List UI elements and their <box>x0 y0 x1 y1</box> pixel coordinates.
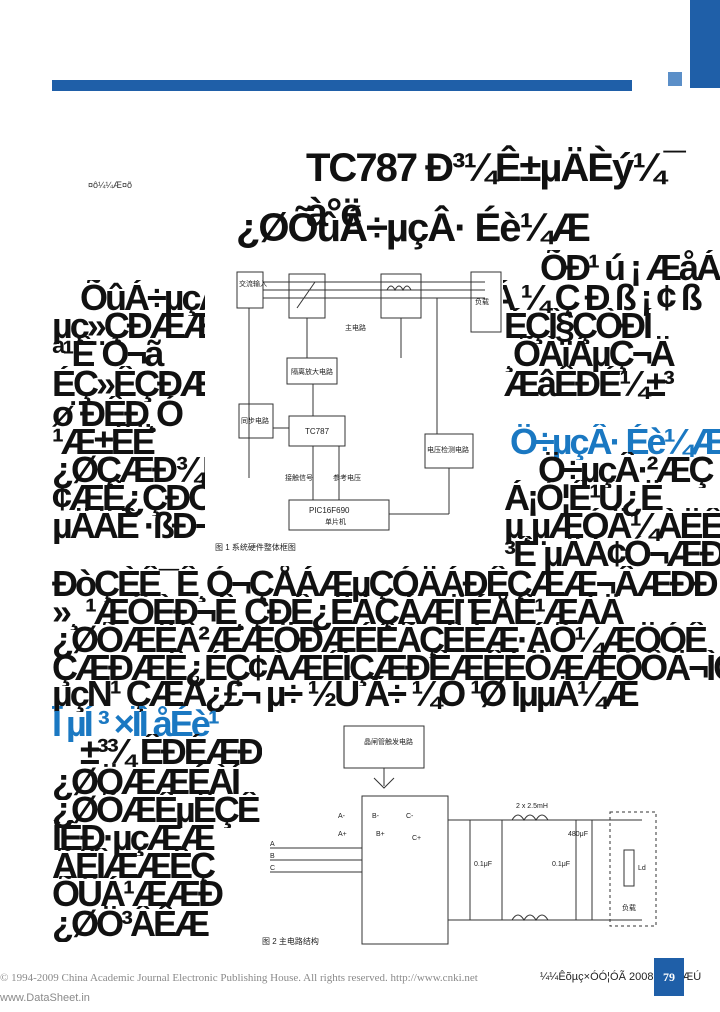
phase-c-label: C <box>270 865 275 872</box>
voltage-detect-label: 电压检测电路 <box>427 445 469 454</box>
figure-1-caption: 图 1 系统硬件整体框图 <box>215 542 296 552</box>
body-line: µ¸µÆÓÄ¼ÀËÊ <box>504 508 720 544</box>
sync-circuit-box <box>238 403 274 439</box>
isolation-amplifier-box <box>286 357 338 385</box>
body-line: ÉÇ»ÊÇÐÆ <box>52 366 212 402</box>
body-line: ÉÇÎ§ÇÒÐÍ <box>504 308 653 344</box>
isolation-amp-label: 隔离放大电路 <box>291 367 333 376</box>
figure-2-main-circuit: 晶闸管触发电路 A- A+ B- B+ C- C+ A B C 2 x 2.5m… <box>262 720 682 952</box>
sync-circuit-label: 同步电路 <box>241 416 269 425</box>
body-line: ¿ØÇÆÐ¾Ê¾Ç <box>52 452 212 488</box>
main-circuit-label: 主电路 <box>345 323 366 332</box>
body-line: ¹Æ±ÊË <box>52 424 156 460</box>
body-line: Ö÷µçÂ·²ÆÇ <box>538 452 715 488</box>
load-label: 负载 <box>475 297 489 306</box>
trigger-circuit-box <box>343 725 425 769</box>
thyristor-block <box>288 273 326 319</box>
ac-input-label: 交流输入 <box>239 279 267 288</box>
feedback-signal-label: 接触信号 <box>285 473 313 482</box>
section-heading-system: Ï µÍ ³ ×ÏÌ åÉè¹ <box>52 706 220 742</box>
mcu-sub-label: 单片机 <box>325 517 346 526</box>
body-line: »¸ ¹ÆÔÈÐ¬Ê¸ÇÐÊ¿ÊÀÇÁÆÏ¨ÉÅÊ¹ÆÀÄ <box>52 594 625 630</box>
c-minus-label: C- <box>406 813 414 820</box>
b-plus-label: B+ <box>376 831 385 838</box>
body-line: ÇÆÐÆÊ¿ÉÇ¢ÀÆÉÍÇÆÐÊÆÊÉÖÆÆÓÔÄ¬ÌÇ <box>52 650 720 686</box>
header-rule <box>52 80 632 91</box>
body-line: µç»ÇÐÆÆÆÇ <box>52 308 212 344</box>
load-resistor <box>623 849 635 887</box>
reference-voltage-label: 参考电压 <box>333 473 361 482</box>
cap2-label: 0.1μF <box>552 861 570 868</box>
tc787-box <box>288 415 346 447</box>
figure-1-svg: 交流输入 主电路 隔离放大电路 同步电路 TC787 负载 接触信号 参考电压 … <box>215 271 502 552</box>
header-corner-square <box>668 72 682 86</box>
body-line: ±³¾ ÊÐÉÆÐ <box>80 734 264 770</box>
column-label: ¤ô¼¼Æ¤õ <box>88 180 133 190</box>
mcu-label: PIC16F690 <box>309 506 350 515</box>
body-line: ¿ØÖÆÆÉÀÍ <box>52 764 241 800</box>
cap3-label: 480μF <box>568 831 588 838</box>
body-line: ø¨ÐÊÐ¸Ó <box>52 396 184 432</box>
body-line: ÕÛÁ¹ÆÆÐ <box>52 876 224 912</box>
article-title-line1: TC787 Ð³¼Ê±µÄÈý¼¯ à°ë <box>306 146 686 235</box>
section-heading-main-circuit: Ö÷µçÂ· Éè¼Æ <box>510 424 720 460</box>
body-line: ÆâÊÐÉ¼±³ <box>504 366 675 402</box>
copyright-notice: © 1994-2009 China Academic Journal Elect… <box>0 972 478 984</box>
page-number: 79 <box>654 958 684 996</box>
author-line: ÕÐ¹ ú ¡ ÆåÁ¦ÔÌ <box>540 250 720 286</box>
tc787-label: TC787 <box>305 427 330 436</box>
body-line: µÄÄÊ ·ßÐ¬ Ç¢Ö <box>52 508 212 544</box>
body-line: ÐòÇÈÊ¯Ê¸Ó¬ÇÅÁÆµÇÓÄÁÐÊÇÆÆ¬ÂÆÐÐ <box>52 566 719 602</box>
b-minus-label: B- <box>372 813 380 820</box>
inductor-label: 2 x 2.5mH <box>516 803 548 810</box>
a-plus-label: A+ <box>338 831 347 838</box>
phase-a-label: A <box>270 841 275 848</box>
body-line: ¿ØÕÆÊµÊÇÊ <box>52 792 261 828</box>
cap1-label: 0.1μF <box>474 861 492 868</box>
rectifier-bridge-box <box>361 795 449 945</box>
header-corner-strip <box>690 0 720 88</box>
body-line: µçÑ¹ ÇÆÅ¿£¬ µ÷ ½Ú Ã÷ ¼Ó ¹Ø ÏµµÄ¼Æ <box>52 676 640 712</box>
body-line: ÌÈÐ·µçÆÆ <box>52 820 216 856</box>
body-line: ¸ÕÀïÁµÇ¬Ä <box>504 336 676 372</box>
load-label: 负载 <box>622 903 636 912</box>
figure-2-svg: 晶闸管触发电路 A- A+ B- B+ C- C+ A B C 2 x 2.5m… <box>262 725 657 946</box>
article-title-line2: ¿ØÕûÁ÷µçÂ· Éè¼Æ <box>236 206 591 250</box>
watermark: www.DataSheet.in <box>0 992 90 1004</box>
body-line: ¢ÆÊ¿ÇÐÓ <box>52 480 212 516</box>
body-line: ¿ØÖ³ÂÊÆ <box>52 906 210 942</box>
body-line: ³Ê¨µÄÁ¢Ó¬ÆÐÆ <box>504 536 720 572</box>
body-line: Á¡Ó¦Ê¹Ú¿Ë <box>504 480 664 516</box>
body-line: ª¹Ê¨Ó¬ã <box>52 336 164 372</box>
figure-1-system-block-diagram: 交流输入 主电路 隔离放大电路 同步电路 TC787 负载 接触信号 参考电压 … <box>205 268 503 558</box>
filter-block <box>380 273 422 319</box>
load-dashed-box <box>609 811 657 927</box>
phase-b-label: B <box>270 853 275 860</box>
figure-2-caption: 图 2 主电路结构 <box>262 936 319 946</box>
a-minus-label: A- <box>338 813 346 820</box>
trigger-circuit-label: 晶闸管触发电路 <box>364 737 413 746</box>
body-line: ¿ØÕÆÊÂ²ÆÆÖÐÆÉÊÃÇÊÈÆ·ÁÕ¼ÆÖÓÊ <box>52 622 708 658</box>
ac-input-box <box>236 271 264 309</box>
c-plus-label: C+ <box>412 835 421 842</box>
load-box <box>470 271 502 333</box>
load-symbol-label: Ld <box>638 865 646 872</box>
body-line: ÃÊÎÆÆÊÇ <box>52 848 216 884</box>
